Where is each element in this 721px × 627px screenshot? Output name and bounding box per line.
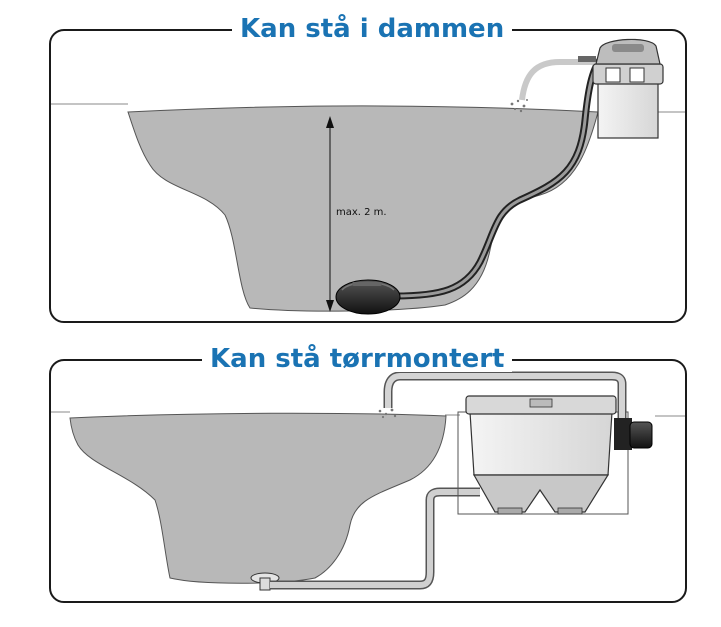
pump-icon [335, 279, 401, 315]
depth-label: max. 2 m. [336, 207, 387, 218]
filter-icon [465, 395, 617, 515]
depth-arrow [326, 116, 334, 312]
panel-bottom [49, 359, 687, 603]
water-return-icon [378, 408, 397, 419]
panel-top: max. 2 m. [49, 29, 687, 323]
pond-water [69, 412, 447, 584]
filter-icon [578, 38, 664, 139]
panel-title-top: Kan stå i dammen [232, 16, 513, 42]
water-return-pipe [519, 59, 596, 101]
panel-title-bottom: Kan stå tørrmontert [202, 346, 513, 372]
water-return-icon [510, 99, 528, 113]
pump-icon [614, 418, 653, 450]
